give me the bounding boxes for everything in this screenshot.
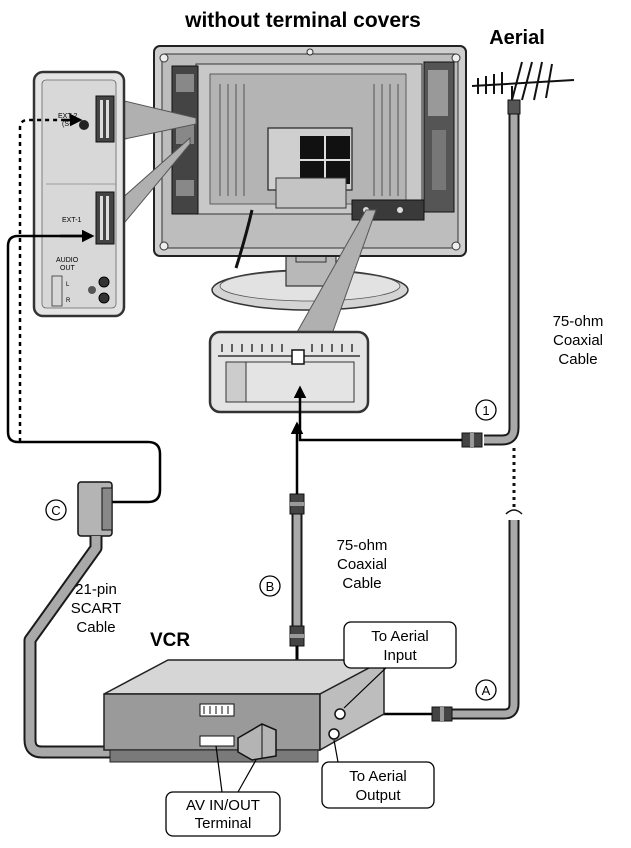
scart-plug-vcr [237,723,277,761]
tv-rear-view [153,45,467,311]
audio-r-label: R [66,298,71,304]
audio-l-label: L [66,282,70,288]
marker-b: B [259,575,281,597]
page-title: without terminal covers [184,9,421,32]
svg-text:Terminal: Terminal [195,815,252,832]
scart-cable-c [23,481,248,759]
svg-text:1: 1 [482,403,489,418]
aerial-socket-zoom [208,209,377,414]
callout-aerial-input: To Aerial Input [343,621,457,709]
scart-label-3: Cable [76,619,115,636]
audio-l-jack [98,276,110,288]
callout-aerial-output: To Aerial Output [321,739,435,809]
terminal-panel-zoom: EXT-2 (S- EXT-1 AUDIO OUT L R [32,70,197,318]
coax-right-label-2: Coaxial [553,332,603,349]
coax-mid-label-1: 75-ohm [337,537,388,554]
marker-c: C [45,499,67,521]
scart-label-1: 21-pin [75,581,117,598]
vcr-upper-connector [199,703,235,717]
coax-mid-label-2: Coaxial [337,556,387,573]
svg-text:C: C [51,503,60,518]
ext2-dashed-lead [18,118,80,442]
svg-text:To Aerial: To Aerial [371,628,429,645]
vcr-av-connector [199,735,235,747]
vcr-aerial-input-jack [334,708,346,720]
ext1-scart-socket [95,191,115,245]
audio-out-label: AUDIO [56,257,79,264]
audio-r-jack [98,292,110,304]
aerial-input-socket [291,349,305,365]
vcr-aerial-output-jack [328,728,340,740]
vcr-label: VCR [150,630,190,651]
coax-cable-a [431,520,520,722]
svg-text:To Aerial: To Aerial [349,768,407,785]
lead-to-aerial-socket [293,385,462,442]
aerial-label: Aerial [489,27,545,49]
svg-text:Output: Output [355,787,401,804]
scart-lead-to-ext1 [6,234,162,504]
coax-cable-b [289,493,305,647]
coax-mid-label-3: Cable [342,575,381,592]
aerial-socket-panel [208,330,370,414]
audio-out-sub-label: OUT [60,265,76,272]
coax-right-label-1: 75-ohm [553,313,604,330]
coax-cable-aerial-tv [461,99,521,448]
aerial-antenna-icon [471,61,575,110]
ext2-sub-label: (S- [62,121,72,128]
svg-text:A: A [482,683,491,698]
svg-text:Input: Input [383,647,417,664]
callout-av-terminal: AV IN/OUT Terminal [165,745,281,837]
vcr-side [319,658,385,752]
ext2-scart-socket [95,95,115,143]
svg-text:B: B [266,579,275,594]
marker-1: 1 [475,399,497,421]
ext2-svideo-jack [79,120,89,130]
ext2-label: EXT-2 [58,113,78,120]
svg-text:AV IN/OUT: AV IN/OUT [186,797,260,814]
ext1-label: EXT-1 [62,217,82,224]
scart-label-2: SCART [71,600,122,617]
marker-a: A [475,679,497,701]
coax-right-label-3: Cable [558,351,597,368]
